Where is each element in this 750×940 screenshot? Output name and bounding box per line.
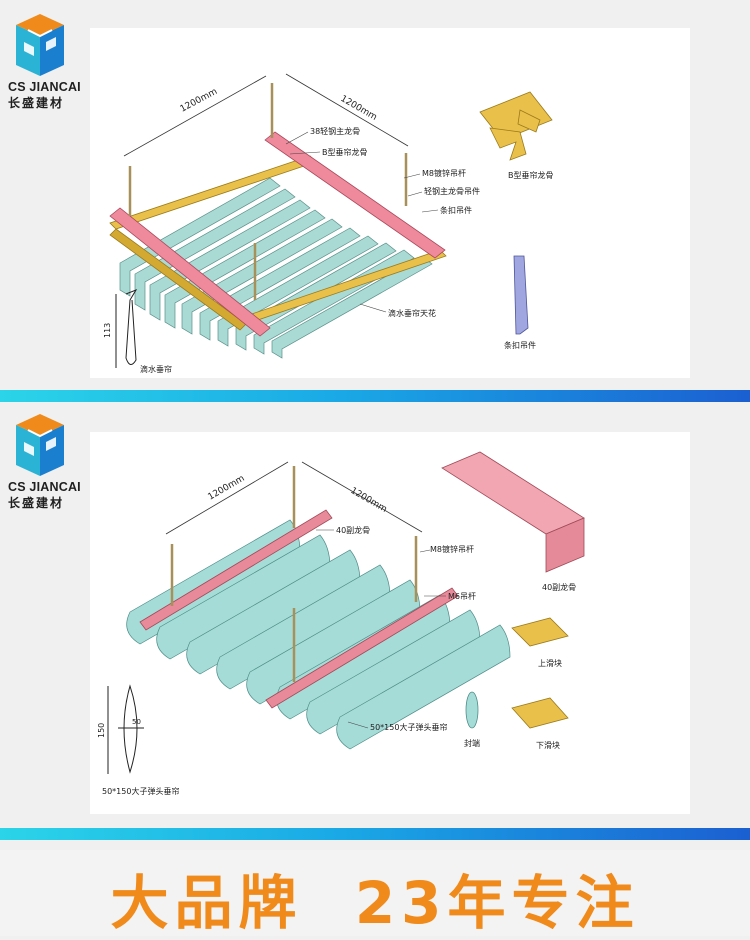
label-part-strip-hanger: 条扣吊件 <box>504 340 536 350</box>
brand-name-cn: 长盛建材 <box>8 96 65 110</box>
bullet-slats <box>126 519 511 750</box>
part-strip-hanger-illustration <box>513 255 529 335</box>
part-keel40-illustration <box>441 451 585 573</box>
label-rod: M8镀锌吊杆 <box>430 544 474 554</box>
brand-logo: CS JIANCAI 长盛建材 <box>8 12 92 111</box>
brand-name-en: CS JIANCAI <box>8 80 81 94</box>
main-keels <box>109 131 446 337</box>
label-rod-m6: M6吊杆 <box>448 591 476 601</box>
label-top-slider: 上滑块 <box>538 658 562 668</box>
label-keel40: 40副龙骨 <box>336 525 370 535</box>
bottom-slider-illustration <box>511 697 569 729</box>
dim-label-b: 1200mm <box>349 486 389 515</box>
bullet-profile-sketch <box>107 684 144 774</box>
end-cap-illustration <box>465 691 479 729</box>
label-b-keel: B型垂帘龙骨 <box>322 147 368 157</box>
brand-cube-icon <box>16 414 64 476</box>
hanger-rods <box>128 83 408 300</box>
keel-40-rails <box>139 509 459 709</box>
label-strip-hanger: 条扣吊件 <box>440 205 472 215</box>
slogan-text: 大品牌 23年专注 <box>110 869 640 937</box>
label-main-hanger: 轻钢主龙骨吊件 <box>424 186 480 196</box>
label-profile-height: 113 <box>103 323 112 338</box>
top-slider-illustration <box>511 617 569 647</box>
bullet-curtain-diagram: 1200mm 1200mm 40副龙骨 M8镀锌吊杆 M6吊杆 50*150大子… <box>97 451 585 796</box>
brand-logo-2: CS JIANCAI 长盛建材 <box>8 412 92 511</box>
label-main-keel: 38轻钢主龙骨 <box>310 126 360 136</box>
section-1: CS JIANCAI 长盛建材 <box>0 0 750 390</box>
label-ceiling: 滴水垂帘天花 <box>388 308 436 318</box>
label-profile-height: 150 <box>97 723 106 738</box>
label-bottom-slider: 下滑块 <box>536 740 560 750</box>
hanger-rods <box>170 466 418 682</box>
divider-bar-1 <box>0 390 750 402</box>
label-end-cap: 封端 <box>464 738 480 748</box>
divider-bar-2 <box>0 828 750 840</box>
dim-label-a: 1200mm <box>179 87 219 115</box>
drip-curtain-diagram: 1200mm 1200mm 38轻钢主龙骨 B型垂帘龙骨 M8镀锌吊杆 轻钢主龙… <box>103 73 554 374</box>
drip-profile-sketch <box>115 288 138 368</box>
part-b-keel-illustration <box>479 91 553 161</box>
label-part-keel40: 40副龙骨 <box>542 582 576 592</box>
label-profile-width: 50 <box>132 718 141 726</box>
brand-cube-icon <box>16 14 64 76</box>
label-rod: M8镀锌吊杆 <box>422 168 466 178</box>
brand-name-en: CS JIANCAI <box>8 480 81 494</box>
label-profile-name: 滴水垂帘 <box>140 364 172 374</box>
diagram-panel-1: 1200mm 1200mm 38轻钢主龙骨 B型垂帘龙骨 M8镀锌吊杆 轻钢主龙… <box>90 28 690 378</box>
label-profile-name: 50*150大子弹头垂帘 <box>102 786 179 796</box>
label-part-b-keel: B型垂帘龙骨 <box>508 170 554 180</box>
section-2: CS JIANCAI 长盛建材 <box>0 402 750 828</box>
label-ceiling: 50*150大子弹头垂帘 <box>370 722 447 732</box>
brand-name-cn: 长盛建材 <box>8 496 65 510</box>
diagram-panel-2: 1200mm 1200mm 40副龙骨 M8镀锌吊杆 M6吊杆 50*150大子… <box>90 432 690 814</box>
slogan-banner: 大品牌 23年专注 <box>0 850 750 937</box>
